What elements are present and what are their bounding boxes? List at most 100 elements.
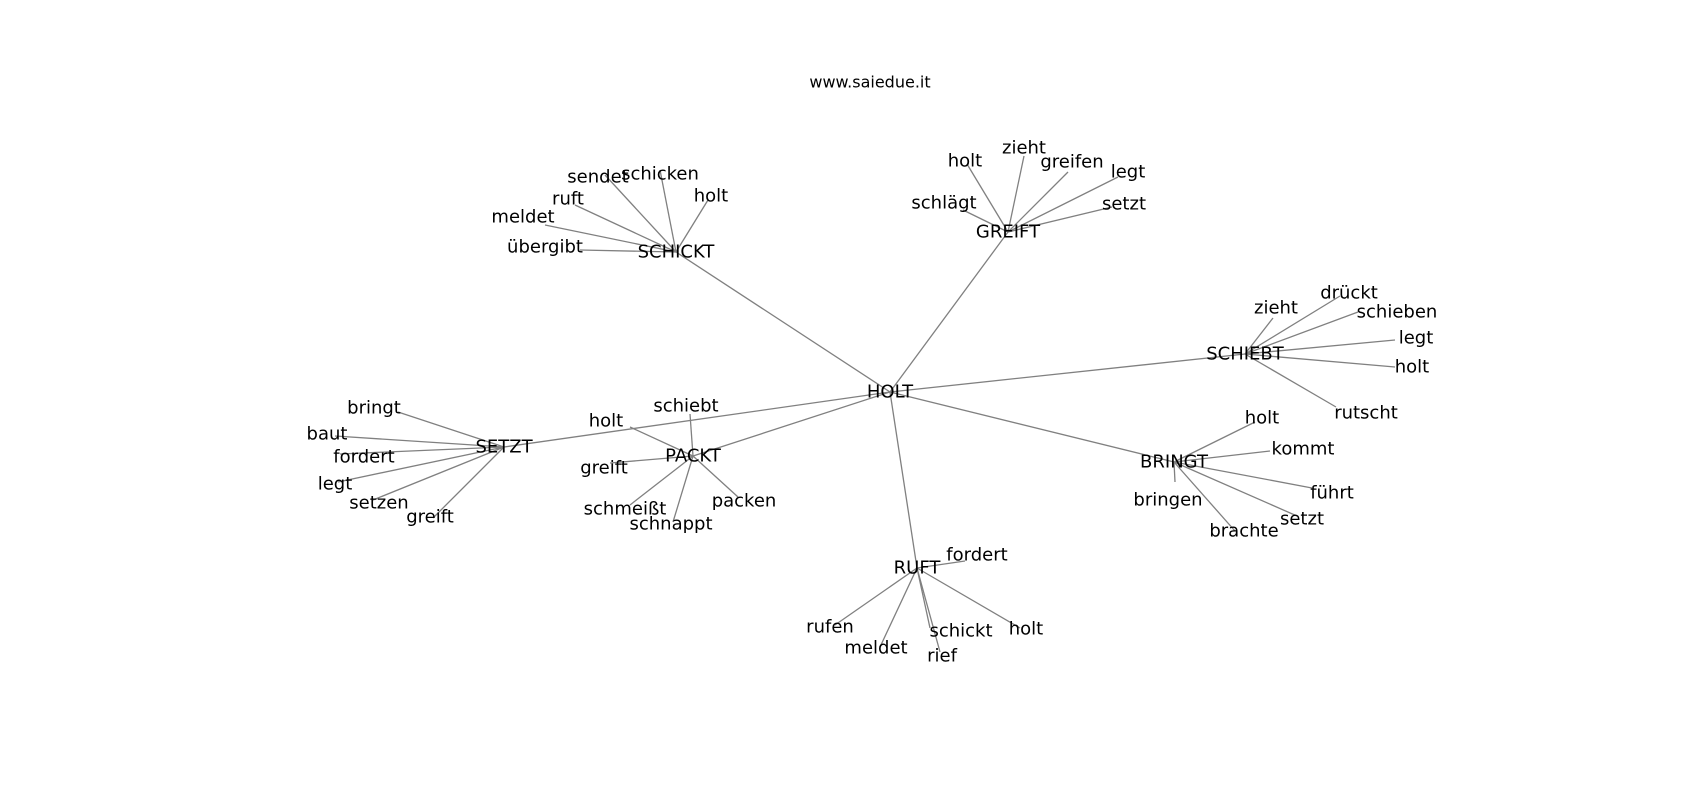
leaf-node-label: setzen <box>349 493 408 514</box>
leaf-node-label: zieht <box>1002 138 1046 159</box>
edge-packt-leaf <box>609 455 694 464</box>
edge-ruft-leaf <box>916 567 941 653</box>
leaf-node-label: holt <box>1009 619 1043 640</box>
edge-ruft-leaf <box>834 567 918 626</box>
edge-schiebt-leaf <box>1244 295 1341 355</box>
edge-schiebt-leaf <box>1244 339 1396 355</box>
edge-packt-leaf <box>672 455 694 523</box>
leaf-node-label: zieht <box>1254 298 1298 319</box>
edge-greift-leaf <box>966 163 1009 233</box>
edge-center-bringt <box>889 391 1175 463</box>
edge-schickt-leaf <box>579 249 677 253</box>
graph-edges <box>334 155 1396 653</box>
leaf-node-label: holt <box>1245 408 1279 429</box>
edge-greift-leaf <box>1007 176 1119 233</box>
edge-setzt-leaf <box>337 446 505 483</box>
edge-ruft-leaf <box>916 560 966 569</box>
leaf-node-label: drückt <box>1320 283 1378 304</box>
edge-setzt-leaf <box>334 435 505 448</box>
leaf-node-label: meldet <box>491 207 554 228</box>
leaf-node-label: kommt <box>1272 439 1335 460</box>
edge-center-packt <box>692 391 891 457</box>
edge-schickt-leaf <box>544 224 677 253</box>
leaf-node-label: meldet <box>844 638 907 659</box>
edge-schiebt-leaf <box>1244 311 1359 355</box>
hub-node-label: SCHIEBT <box>1206 344 1285 365</box>
leaf-node-label: brachte <box>1209 521 1278 542</box>
edge-setzt-leaf <box>372 446 505 501</box>
edge-schickt-leaf <box>574 204 677 253</box>
leaf-node-label: fordert <box>946 545 1007 566</box>
leaf-node-label: führt <box>1310 483 1354 504</box>
leaf-node-label: legt <box>318 474 353 495</box>
edge-packt-leaf <box>629 455 694 506</box>
edge-setzt-leaf <box>397 411 505 448</box>
leaf-node-label: schiebt <box>653 396 718 417</box>
edge-center-ruft <box>889 391 918 569</box>
leaf-node-label: holt <box>1395 357 1429 378</box>
leaf-node-label: schicken <box>621 164 699 185</box>
edge-schickt-leaf <box>604 174 677 253</box>
edge-schiebt-leaf <box>1244 353 1337 408</box>
edge-schiebt-leaf <box>1244 353 1396 368</box>
leaf-node-label: greift <box>580 458 628 479</box>
edge-packt-leaf <box>629 426 694 457</box>
edge-setzt-leaf <box>432 446 505 519</box>
edge-schickt-leaf <box>675 199 709 253</box>
edge-schiebt-leaf <box>1244 317 1274 355</box>
center-node-label: HOLT <box>867 382 914 403</box>
hub-node-label: SETZT <box>475 437 533 458</box>
edge-bringt-leaf <box>1173 461 1313 489</box>
leaf-node-label: fordert <box>333 447 394 468</box>
leaf-node-label: rutscht <box>1334 403 1398 424</box>
hub-node-label: RUFT <box>894 558 942 579</box>
edge-center-setzt <box>503 391 891 448</box>
edge-greift-leaf <box>1007 155 1025 233</box>
edge-bringt-leaf <box>1173 461 1298 517</box>
graph-labels: HOLTSCHICKTsendetschickenholtruftmeldetü… <box>307 138 1438 667</box>
leaf-node-label: schickt <box>929 621 992 642</box>
edge-packt-leaf <box>692 455 739 498</box>
leaf-node-label: holt <box>948 151 982 172</box>
leaf-node-label: greift <box>406 507 454 528</box>
leaf-node-label: holt <box>694 186 728 207</box>
leaf-node-label: packen <box>712 491 777 512</box>
edge-greift-leaf <box>1007 171 1069 233</box>
edge-bringt-leaf <box>1173 461 1176 483</box>
leaf-node-label: übergibt <box>507 237 583 258</box>
edge-center-schickt <box>675 251 891 393</box>
hub-node-label: SCHICKT <box>638 242 716 263</box>
leaf-node-label: bringen <box>1133 490 1202 511</box>
edge-setzt-leaf <box>339 446 505 455</box>
edge-greift-leaf <box>1007 206 1113 233</box>
hub-node-label: BRINGT <box>1140 452 1209 473</box>
leaf-node-label: schmeißt <box>584 499 667 520</box>
leaf-node-label: legt <box>1399 328 1434 349</box>
edge-greift-leaf <box>962 209 1009 233</box>
leaf-node-label: setzt <box>1280 509 1324 530</box>
hub-node-label: PACKT <box>665 446 722 467</box>
edge-schickt-leaf <box>659 169 677 253</box>
edge-bringt-leaf <box>1173 421 1256 463</box>
leaf-node-label: schieben <box>1357 302 1438 323</box>
hub-node-label: GREIFT <box>976 222 1041 243</box>
leaf-node-label: sendet <box>567 167 628 188</box>
edge-ruft-leaf <box>879 567 918 648</box>
watermark-text: www.saiedue.it <box>809 73 930 92</box>
edge-bringt-leaf <box>1173 461 1236 532</box>
edge-center-greift <box>889 231 1009 393</box>
leaf-node-label: holt <box>589 411 623 432</box>
leaf-node-label: greifen <box>1040 152 1103 173</box>
edge-center-schiebt <box>889 353 1246 393</box>
edge-ruft-leaf <box>916 567 1021 629</box>
leaf-node-label: baut <box>307 424 348 445</box>
leaf-node-label: rufen <box>806 617 854 638</box>
leaf-node-label: setzt <box>1102 194 1146 215</box>
edge-bringt-leaf <box>1173 450 1271 463</box>
leaf-node-label: schnappt <box>629 514 712 535</box>
leaf-node-label: bringt <box>347 398 401 419</box>
leaf-node-label: rief <box>927 646 957 667</box>
leaf-node-label: schlägt <box>911 193 976 214</box>
